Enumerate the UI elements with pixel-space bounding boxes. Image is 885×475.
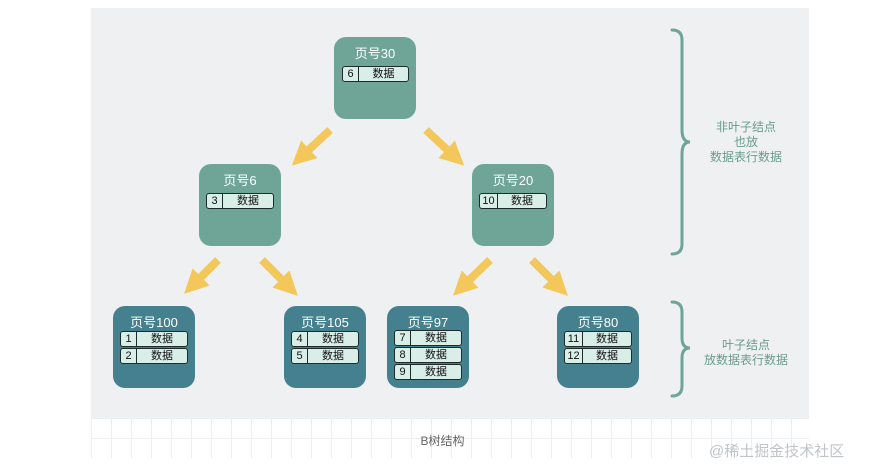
arrow-left-to-leaf100 <box>184 257 221 294</box>
grid-strip <box>91 418 809 458</box>
non-leaf-label: 非叶子结点 也放 数据表行数据 <box>696 120 796 165</box>
leaf-label: 叶子结点 放数据表行数据 <box>696 338 796 368</box>
node-page-30: 页号30 6 数据 <box>334 37 416 119</box>
non-leaf-label-line: 非叶子结点 <box>715 120 776 134</box>
record-key: 10 <box>480 194 498 208</box>
record-row: 8 数据 <box>394 347 462 363</box>
record-row: 7 数据 <box>394 330 462 346</box>
record-key: 6 <box>343 67 359 81</box>
record-row: 11 数据 <box>564 331 632 347</box>
record-key: 12 <box>565 349 583 363</box>
record-data: 数据 <box>425 366 447 378</box>
node-title: 页号80 <box>577 315 619 330</box>
record-key: 1 <box>121 332 137 346</box>
node-title: 页号6 <box>223 173 257 188</box>
arrow-left-to-leaf105 <box>259 257 298 296</box>
record-data: 数据 <box>425 349 447 361</box>
node-page-80: 页号80 11 数据 12 数据 <box>557 306 639 388</box>
record-key: 8 <box>395 348 411 362</box>
leaf-label-line: 放数据表行数据 <box>703 353 788 367</box>
figure-caption: B树结构 <box>420 434 465 448</box>
watermark: @稀土掘金技术社区 <box>709 443 845 460</box>
record-row: 10 数据 <box>479 193 547 209</box>
arrow-right-to-leaf97 <box>452 257 493 296</box>
record-data: 数据 <box>596 333 618 345</box>
node-page-6: 页号6 3 数据 <box>199 164 281 246</box>
record-key: 9 <box>395 365 411 379</box>
record-data: 数据 <box>151 333 173 345</box>
record-data: 数据 <box>372 68 395 80</box>
node-title: 页号30 <box>354 46 396 61</box>
non-leaf-label-line: 数据表行数据 <box>709 150 782 164</box>
record-key: 5 <box>292 349 308 363</box>
record-row: 12 数据 <box>564 348 632 364</box>
record-data: 数据 <box>596 350 618 362</box>
node-title: 页号100 <box>130 315 178 330</box>
record-key: 7 <box>395 331 411 345</box>
record-key: 3 <box>207 194 223 208</box>
record-data: 数据 <box>425 332 447 344</box>
node-title: 页号105 <box>301 315 349 330</box>
record-row: 6 数据 <box>342 66 409 82</box>
node-page-100: 页号100 1 数据 2 数据 <box>113 306 195 388</box>
node-page-105: 页号105 4 数据 5 数据 <box>284 306 366 388</box>
record-data: 数据 <box>322 350 344 362</box>
non-leaf-label-line: 也放 <box>733 135 758 149</box>
arrow-root-to-right <box>423 127 465 166</box>
brace-leaf <box>670 300 691 398</box>
node-page-20: 页号20 10 数据 <box>472 164 554 246</box>
arrow-right-to-leaf80 <box>529 257 568 296</box>
arrow-root-to-left <box>291 127 333 166</box>
record-data: 数据 <box>511 195 533 207</box>
node-title: 页号20 <box>492 173 534 188</box>
record-row: 5 数据 <box>291 348 359 364</box>
brace-non-leaf <box>670 28 691 256</box>
record-key: 4 <box>292 332 308 346</box>
record-row: 3 数据 <box>206 193 274 209</box>
record-row: 2 数据 <box>120 348 188 364</box>
record-data: 数据 <box>151 350 173 362</box>
record-data: 数据 <box>237 195 259 207</box>
record-key: 2 <box>121 349 137 363</box>
record-row: 9 数据 <box>394 364 462 380</box>
leaf-label-line: 叶子结点 <box>721 338 770 352</box>
node-title: 页号97 <box>407 315 449 330</box>
record-row: 1 数据 <box>120 331 188 347</box>
record-data: 数据 <box>322 333 344 345</box>
record-row: 4 数据 <box>291 331 359 347</box>
node-page-97: 页号97 7 数据 8 数据 9 数据 <box>387 306 469 388</box>
record-key: 11 <box>565 332 583 346</box>
